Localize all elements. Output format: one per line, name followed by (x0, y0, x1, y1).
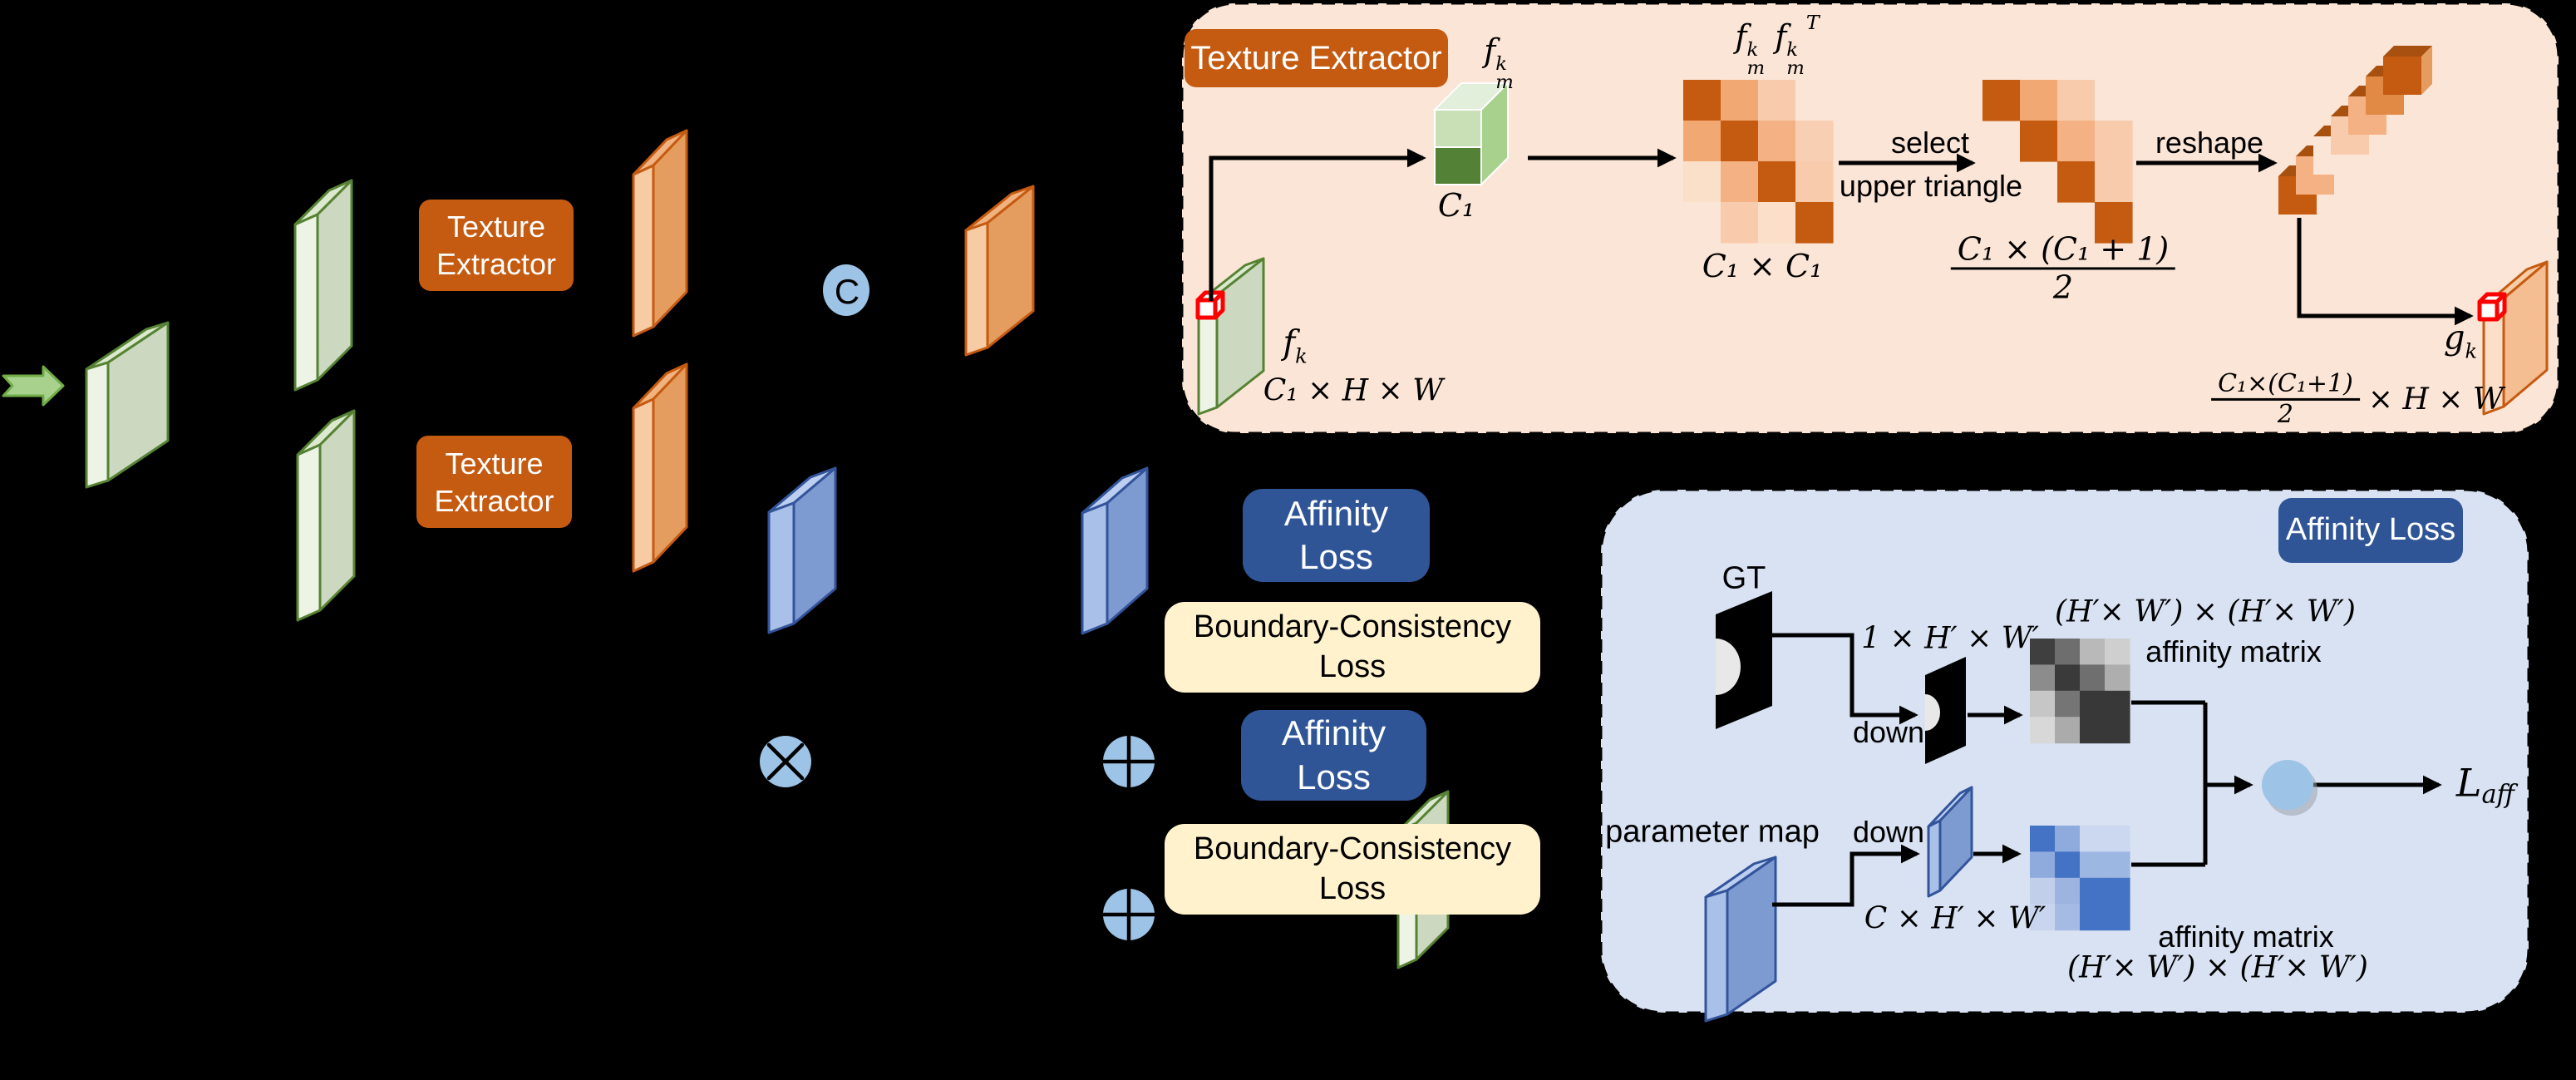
select-label-line1: select (1890, 126, 1970, 160)
texture-extractor-box-line1: Texture (446, 210, 546, 244)
texture-extractor-box-2: Texture Extractor (416, 436, 572, 528)
pixel-vector-bar (1432, 81, 1510, 187)
texture-map-concat (964, 185, 1035, 357)
gt-label: GT (1721, 560, 1766, 596)
input-arrow (2, 365, 65, 407)
te-arrow-bar-to-gk (2297, 218, 2474, 326)
c1xc1-label: C₁ × C₁ (1702, 248, 1823, 284)
triangle-size-fraction: C₁ × (C₁ + 1)2 (1950, 230, 2176, 304)
boundary-loss-box-2: Boundary-Consistency Loss (1165, 824, 1540, 915)
arrows (1209, 148, 2474, 907)
affinity-loss-panel (1599, 488, 2530, 1014)
texture-extractor-box-line2: Extractor (436, 247, 557, 281)
multiply-operator (760, 736, 811, 787)
gram-matrix (1683, 80, 1834, 244)
parameter-map-panel (1704, 856, 1777, 1023)
texture-map-bottom (632, 362, 688, 573)
gk-sample-cube (2477, 292, 2507, 322)
te-arrow-sample-to-vector (1209, 148, 1426, 301)
affinity-loss-box-1: Affinity Loss (1243, 489, 1430, 582)
gt-affinity-matrix (2030, 639, 2130, 744)
gk-dims-label: C₁×(C₁+1)2 × H × W (2211, 370, 2504, 428)
reshaped-vector-bar (2278, 46, 2432, 215)
boundary-loss-box-1: Boundary-Consistency Loss (1165, 602, 1540, 693)
add-operator-1 (1101, 734, 1156, 789)
parameter-map-block-2 (1081, 466, 1149, 635)
select-label-line2: upper triangle (1839, 169, 2023, 203)
concat-circle (823, 264, 869, 316)
panels (1180, 2, 2560, 1014)
aff-panel-title: Affinity Loss (2278, 498, 2463, 563)
te-panel-title: Texture Extractor (1185, 29, 1448, 87)
affinity-matrix-top-label: affinity matrix (2145, 634, 2322, 668)
pair-dims-top-label: (H′× W′) × (H′× W′) (2055, 594, 2356, 629)
feature-map-branch-bottom (296, 409, 356, 622)
compare-node (2262, 760, 2317, 816)
parameter-map-block-1 (767, 466, 837, 634)
reshape-label: reshape (2155, 126, 2264, 160)
c-dims-label: C × H′ × W′ (1864, 901, 2047, 936)
fk-sample-cube (1195, 290, 1225, 320)
gt-image (1716, 591, 1772, 729)
down-label-2: down (1852, 815, 1925, 849)
affinity-loss-box-2: Affinity Loss (1241, 710, 1426, 801)
texture-extractor-panel (1180, 2, 2560, 435)
upper-triangle-matrix (1982, 80, 2133, 244)
parameter-map-label: parameter map (1605, 814, 1820, 850)
c1-label: C₁ (1437, 187, 1475, 224)
aff-arrow-gt-down (1772, 633, 1918, 725)
aff-arrow-param-down (1772, 844, 1920, 907)
pair-dims-bottom-label: (H′× W′) × (H′× W′) (2067, 950, 2368, 985)
feature-map-branch-top (293, 179, 353, 392)
add-operator-2 (1101, 887, 1156, 942)
affinity-matrix-bottom-label: affinity matrix (2158, 920, 2334, 954)
gt-dims-label: 1 × H′ × W′ (1861, 621, 2039, 656)
concat-circle-label: C (834, 272, 860, 311)
pred-affinity-matrix (2030, 826, 2130, 931)
gt-image-down (1925, 657, 1966, 764)
texture-map-top (632, 129, 688, 338)
downsampled-parameter-map (1927, 786, 1973, 898)
laff-label: Laff (2455, 760, 2515, 810)
texture-extractor-box-1: Texture Extractor (419, 200, 574, 291)
feature-map-stem (85, 321, 170, 489)
down-label-1: down (1852, 715, 1925, 749)
fk-dims-label: C₁ × H × W (1263, 373, 1444, 408)
